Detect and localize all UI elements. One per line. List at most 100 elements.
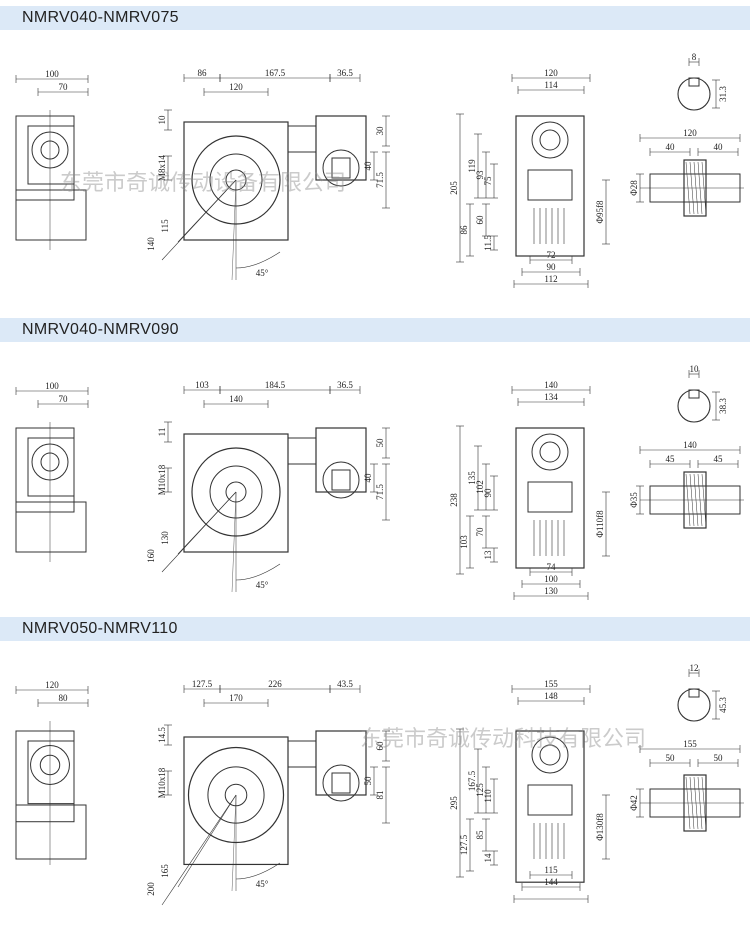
front-mid-dim: 184.5	[265, 380, 286, 390]
front-input-flange	[322, 461, 360, 499]
rear-flange-ring	[531, 736, 569, 774]
shaft-keyway-circle	[677, 688, 711, 722]
rear-h7-dim: 14	[483, 853, 493, 863]
shaft-length-dim: 140	[683, 440, 697, 450]
rear-window	[527, 481, 573, 513]
rear-h3-dim: 93	[475, 170, 485, 180]
rear-dia-dim: Φ95f8	[595, 200, 605, 224]
front-v4-dim: 81	[375, 791, 385, 800]
hatch-line	[685, 161, 691, 215]
rear-flange-ring	[531, 121, 569, 159]
rear-width2-dim: 114	[544, 80, 558, 90]
rear-dia-dim: Φ130f8	[595, 813, 605, 841]
front-v3-dim: 50	[363, 776, 373, 786]
angle-arc	[235, 251, 281, 269]
front-radius1-label: 165	[160, 864, 170, 878]
front-v3-dim: 40	[363, 161, 373, 171]
side-width-dim: 120	[45, 680, 59, 690]
rear-h1-dim: 295	[449, 796, 459, 810]
angle-arc	[235, 563, 281, 581]
rear-width1-dim: 120	[544, 68, 558, 78]
front-center-dim: 140	[229, 394, 243, 404]
front-radius1-label: 115	[160, 219, 170, 233]
side-width-dim: 100	[45, 381, 59, 391]
side-flange	[27, 125, 75, 185]
front-input-flange	[322, 764, 360, 802]
angle-label: 45°	[256, 879, 269, 889]
front-right-dim: 43.5	[337, 679, 353, 689]
hatch-line	[701, 473, 707, 527]
shaft-keyway	[688, 389, 700, 399]
front-v1-dim: 11	[157, 428, 167, 437]
rear-width1-dim: 155	[544, 679, 558, 689]
hatch-line	[689, 776, 695, 830]
radius-line	[161, 794, 237, 906]
shaft-right-dim: 50	[714, 753, 724, 763]
angle-label: 45°	[256, 580, 269, 590]
watermark-1: 东莞市奇诚传动设备有限公司	[60, 171, 347, 196]
side-base	[15, 189, 87, 241]
side-width-dim: 100	[45, 69, 59, 79]
rear-base1-dim: 115	[544, 865, 558, 875]
section-2-title: NMRV040-NMRV090	[22, 321, 179, 338]
front-input-flange	[322, 149, 360, 187]
angle-label: 45°	[256, 268, 269, 278]
section-3-header: NMRV050-NMRV110	[0, 617, 750, 641]
section-1-header: NMRV040-NMRV075	[0, 6, 750, 30]
watermark-2: 东莞市奇诚传动科技有限公司	[360, 727, 647, 752]
rear-flange-ring	[531, 433, 569, 471]
shaft-key-dim: 8	[692, 52, 697, 62]
rear-h6-dim: 127.5	[459, 834, 469, 855]
shaft-left-dim: 50	[666, 753, 676, 763]
rear-base3-dim: 112	[544, 274, 557, 284]
rear-h4-dim: 75	[483, 176, 493, 186]
rear-h2-dim: 167.5	[467, 770, 477, 791]
hatch-line	[701, 161, 707, 215]
rear-h3-dim: 102	[475, 480, 485, 494]
front-radius2-label: 160	[146, 549, 156, 563]
front-v1-dim: 14.5	[157, 727, 167, 743]
shaft-key2-dim: 45.3	[718, 697, 728, 713]
front-radius1-label: 130	[160, 531, 170, 545]
radius-line	[161, 491, 237, 573]
rear-base1-dim: 72	[547, 250, 556, 260]
side-base	[15, 501, 87, 553]
front-v3-dim: 40	[363, 473, 373, 483]
rear-flange-bore	[539, 441, 561, 463]
hatch-line	[685, 473, 691, 527]
rear-h2-dim: 135	[467, 471, 477, 485]
front-input-bore	[331, 469, 351, 491]
rear-h4-dim: 110	[483, 789, 493, 803]
front-worm-boss	[287, 740, 317, 768]
radius-line	[177, 794, 237, 888]
side-width2-dim: 80	[59, 693, 69, 703]
rear-base2-dim: 144	[544, 877, 558, 887]
rear-base2-dim: 90	[547, 262, 557, 272]
centerline	[231, 491, 237, 593]
shaft-dia-dim: Φ35	[629, 492, 639, 508]
front-worm-boss	[287, 125, 317, 153]
shaft-right-dim: 45	[714, 454, 724, 464]
hatch-line	[697, 776, 703, 830]
side-flange	[27, 437, 75, 497]
front-left-dim: 127.5	[192, 679, 213, 689]
front-right-dim: 36.5	[337, 380, 353, 390]
side-flange	[27, 740, 75, 805]
shaft-dia-dim: Φ28	[629, 180, 639, 196]
hatch-line	[693, 473, 699, 527]
front-worm-boss	[287, 437, 317, 465]
rear-h4-dim: 90	[483, 488, 493, 498]
rear-view: 155148295167.512511085127.514Φ130f811514…	[449, 679, 610, 903]
shaft-key2-dim: 31.3	[718, 86, 728, 102]
hatch-line	[689, 473, 695, 527]
rear-h3-dim: 125	[475, 783, 485, 797]
shaft-left-dim: 45	[666, 454, 676, 464]
front-mid-dim: 226	[268, 679, 282, 689]
rear-housing	[515, 730, 585, 883]
